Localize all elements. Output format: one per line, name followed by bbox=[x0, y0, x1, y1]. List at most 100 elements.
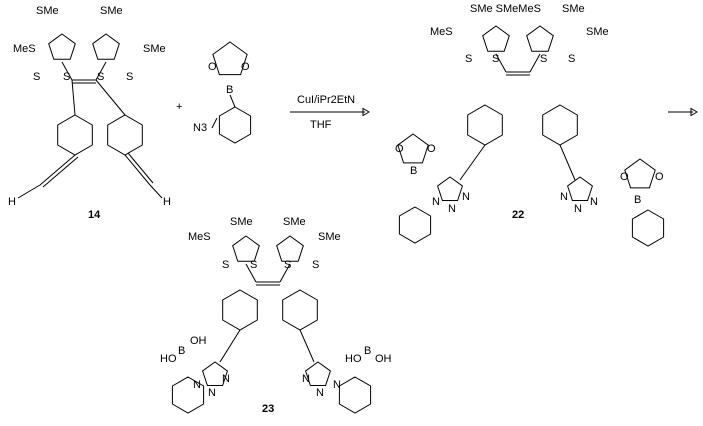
sme-label: SMe bbox=[230, 216, 253, 228]
bond bbox=[559, 144, 576, 181]
bond bbox=[279, 263, 291, 283]
s-atom: S bbox=[222, 259, 229, 271]
benzene-ring bbox=[282, 289, 318, 331]
bond bbox=[459, 144, 486, 181]
o-atom: O bbox=[655, 171, 664, 183]
dithiole-ring bbox=[526, 25, 554, 52]
bond bbox=[529, 53, 541, 73]
compound-number: 22 bbox=[512, 209, 524, 221]
plus-sign: + bbox=[176, 101, 182, 113]
arrow-head bbox=[362, 107, 370, 117]
n-atom: N bbox=[590, 196, 598, 208]
bond bbox=[17, 184, 41, 199]
triazole-ring bbox=[437, 176, 463, 201]
benzene-ring bbox=[338, 376, 372, 414]
benzene-ring bbox=[107, 114, 143, 156]
sme-label: SMe bbox=[143, 43, 166, 55]
s-atom: S bbox=[250, 259, 257, 271]
oh-label: OH bbox=[190, 335, 207, 347]
o-atom: O bbox=[241, 61, 250, 73]
bond bbox=[95, 61, 107, 81]
n-atom: N bbox=[432, 196, 440, 208]
ho-label: HO bbox=[345, 353, 362, 365]
compound-number: 14 bbox=[88, 209, 101, 221]
n-atom: N bbox=[222, 373, 230, 385]
alkyne bbox=[42, 156, 79, 188]
benzene-ring bbox=[171, 376, 205, 414]
dithiole-ring bbox=[232, 235, 260, 262]
b-atom: B bbox=[410, 165, 417, 177]
azide-reagent: N3 O O B bbox=[193, 61, 250, 134]
b-atom: B bbox=[634, 194, 641, 206]
ho-label: HO bbox=[160, 353, 177, 365]
triazole-ring bbox=[567, 176, 593, 201]
n-atom: N bbox=[316, 387, 324, 399]
sme-label: SMe bbox=[562, 3, 585, 15]
triazole-ring bbox=[202, 361, 228, 386]
compound-14: SMe SMe MeS SMe S S S S H H 14 bbox=[8, 5, 171, 221]
solvent-label: THF bbox=[310, 119, 332, 131]
benzene-ring bbox=[218, 106, 252, 144]
alkyne bbox=[124, 154, 151, 186]
mes-label: MeS bbox=[13, 43, 36, 55]
compound-22: SMe SMeMeS SMe MeS SMe S S S S O O B N N… bbox=[395, 3, 664, 221]
s-atom: S bbox=[284, 259, 291, 271]
reagent-conditions: CuI/iPr2EtN bbox=[297, 94, 355, 106]
n-atom: N bbox=[462, 191, 470, 203]
sme-label: SMe bbox=[100, 5, 123, 17]
o-atom: O bbox=[208, 61, 217, 73]
bond bbox=[245, 263, 257, 283]
bond bbox=[71, 79, 76, 116]
b-atom: B bbox=[178, 345, 185, 357]
bond-lines bbox=[17, 25, 698, 414]
n-atom: N bbox=[333, 379, 341, 391]
azide-label: N3 bbox=[193, 122, 207, 134]
h-atom: H bbox=[8, 196, 16, 208]
compound-23: MeS SMe SMe SMe S S S S HO B OH N N N N … bbox=[160, 216, 392, 415]
sme-label: SMe bbox=[318, 231, 341, 243]
h-atom: H bbox=[163, 196, 171, 208]
compound-number: 23 bbox=[262, 403, 274, 415]
s-atom: S bbox=[126, 71, 133, 83]
s-atom: S bbox=[33, 71, 40, 83]
n-atom: N bbox=[448, 203, 456, 215]
bond bbox=[219, 329, 241, 363]
bond bbox=[299, 329, 315, 363]
dithiole-ring bbox=[482, 25, 510, 52]
alkyne bbox=[127, 152, 154, 184]
benzene-ring bbox=[467, 104, 503, 146]
n-atom: N bbox=[560, 191, 568, 203]
pinacol-ring bbox=[397, 133, 429, 164]
o-atom: O bbox=[395, 143, 404, 155]
reaction-arrow-1: CuI/iPr2EtN THF bbox=[297, 94, 355, 131]
bond bbox=[211, 117, 218, 129]
dithiole-ring bbox=[276, 235, 304, 262]
sme-label: SMe bbox=[586, 26, 609, 38]
s-atom: S bbox=[465, 53, 472, 65]
n-atom: N bbox=[302, 373, 310, 385]
b-atom: B bbox=[364, 345, 371, 357]
s-atom: S bbox=[63, 71, 70, 83]
n-atom: N bbox=[208, 387, 216, 399]
bond bbox=[95, 79, 126, 116]
dithiole-ring bbox=[48, 33, 76, 60]
alkyne bbox=[39, 154, 76, 186]
b-atom: B bbox=[226, 84, 233, 96]
o-atom: O bbox=[427, 143, 436, 155]
mes-label: MeS bbox=[188, 231, 211, 243]
dithiole-ring bbox=[92, 33, 120, 60]
sme-label: SMe bbox=[36, 5, 59, 17]
s-atom: S bbox=[97, 71, 104, 83]
bond bbox=[61, 61, 73, 81]
sme-label: SMe bbox=[283, 216, 306, 228]
o-atom: O bbox=[620, 171, 629, 183]
benzene-ring bbox=[222, 289, 258, 331]
s-atom: S bbox=[492, 53, 499, 65]
benzene-ring bbox=[57, 114, 93, 156]
pinacol-ring bbox=[624, 158, 656, 189]
benzene-ring bbox=[631, 209, 665, 247]
bond bbox=[495, 53, 507, 73]
s-atom: S bbox=[312, 259, 319, 271]
